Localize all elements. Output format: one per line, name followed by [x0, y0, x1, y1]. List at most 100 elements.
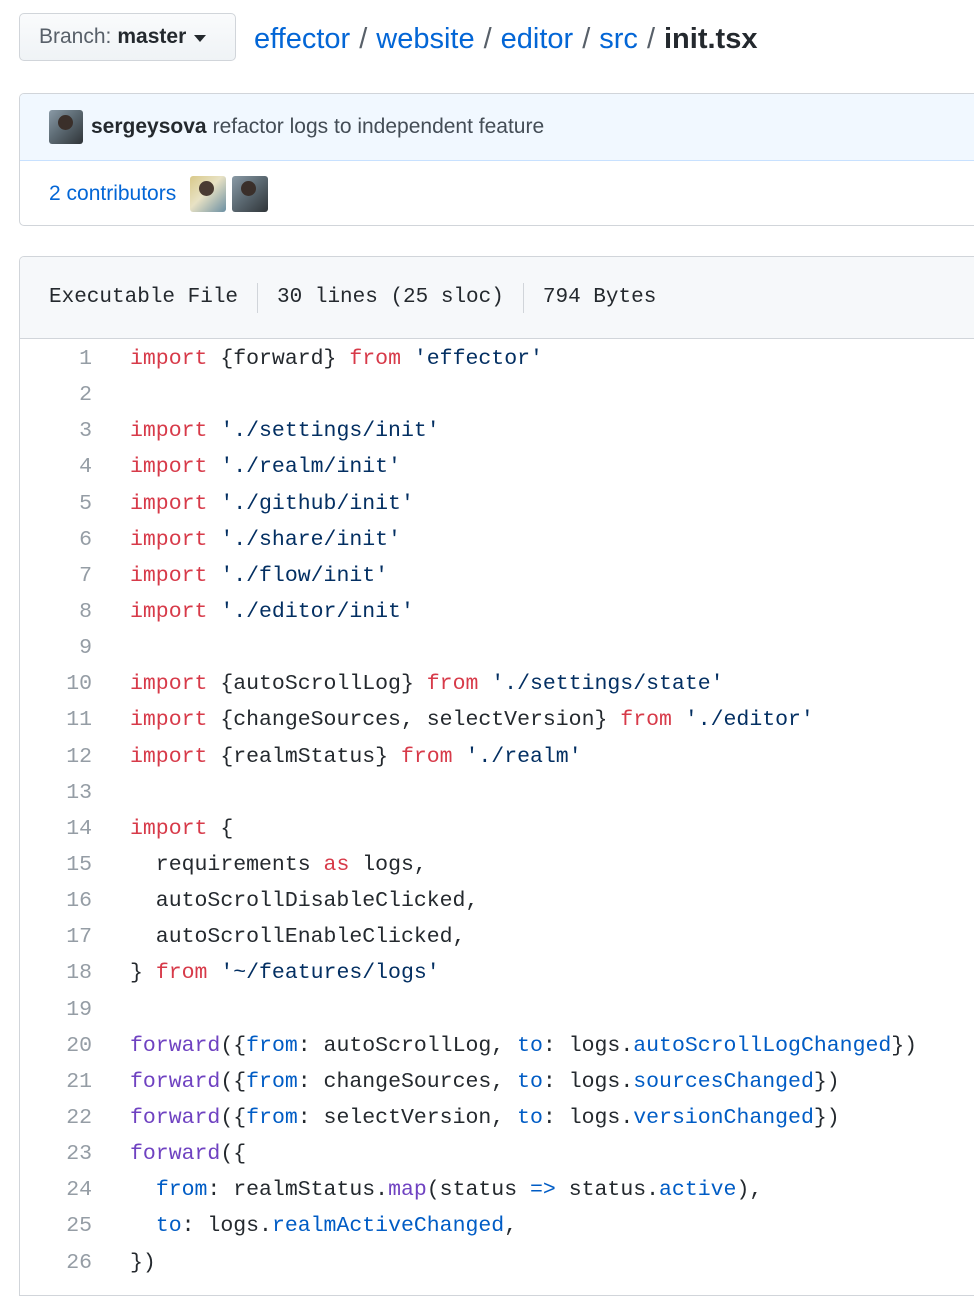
line-number[interactable]: 5 — [79, 491, 92, 516]
code-token: {autoScrollLog} — [207, 672, 427, 697]
code-token: { — [207, 816, 234, 841]
code-token — [130, 1178, 156, 1202]
line-number[interactable]: 21 — [66, 1069, 92, 1094]
line-number[interactable]: 18 — [66, 961, 92, 986]
breadcrumb-separator: / — [359, 22, 368, 55]
file-viewer: Executable File 30 lines (25 sloc) 794 B… — [19, 256, 974, 1296]
code-token — [207, 600, 220, 624]
line-number[interactable]: 14 — [66, 816, 92, 841]
line-number[interactable]: 2 — [79, 383, 92, 408]
code-line: 24 from: realmStatus.map(status => statu… — [20, 1172, 974, 1208]
code-token: ), — [736, 1178, 763, 1203]
line-number[interactable]: 10 — [66, 672, 92, 697]
line-number[interactable]: 15 — [66, 853, 92, 878]
code-token: to — [517, 1106, 543, 1131]
line-number[interactable]: 1 — [79, 347, 92, 372]
code-token: './editor/init' — [220, 600, 414, 625]
code-line: 25 to: logs.realmActiveChanged, — [20, 1208, 974, 1244]
line-number[interactable]: 4 — [79, 455, 92, 480]
line-number[interactable]: 24 — [66, 1178, 92, 1203]
branch-select-button[interactable]: Branch: master — [19, 13, 236, 61]
breadcrumb-folder-src[interactable]: src — [599, 22, 638, 55]
code-token: import — [130, 744, 208, 769]
code-line: 15 requirements as logs, — [20, 847, 974, 883]
code-line: 18} from '~/features/logs' — [20, 955, 974, 991]
line-number[interactable]: 12 — [66, 744, 92, 769]
code-line-content: import {changeSources, selectVersion} fr… — [92, 708, 814, 732]
code-token: : autoScrollLog, — [297, 1033, 518, 1058]
code-token: versionChanged — [633, 1106, 814, 1131]
code-token: sourcesChanged — [633, 1069, 814, 1094]
code-token: to — [517, 1033, 543, 1058]
breadcrumb-separator: / — [483, 22, 492, 55]
code-token: status. — [555, 1178, 660, 1203]
code-line-content: requirements as logs, — [92, 853, 427, 877]
contributors-link[interactable]: 2 contributors — [49, 182, 177, 205]
code-token: (status — [426, 1178, 530, 1203]
line-number[interactable]: 19 — [66, 997, 92, 1022]
line-number[interactable]: 17 — [66, 925, 92, 950]
line-number[interactable]: 7 — [79, 563, 92, 588]
code-token: : logs. — [542, 1106, 634, 1131]
code-line-content: from: realmStatus.map(status => status.a… — [92, 1178, 762, 1202]
code-token — [207, 419, 220, 443]
avatar[interactable] — [49, 110, 83, 144]
code-token: import — [130, 527, 208, 552]
code-token: }) — [891, 1033, 918, 1058]
code-token: , — [504, 1214, 518, 1239]
line-number[interactable]: 25 — [66, 1214, 92, 1239]
line-number[interactable]: 23 — [66, 1142, 92, 1167]
code-token: ({ — [220, 1106, 247, 1131]
code-token: from — [246, 1069, 298, 1094]
code-token: logs, — [349, 853, 427, 878]
code-line-content: import { — [92, 817, 233, 841]
breadcrumb-folder-editor[interactable]: editor — [500, 22, 574, 55]
code-token: => — [530, 1178, 556, 1203]
breadcrumb-folder-website[interactable]: website — [376, 22, 475, 55]
code-token — [207, 455, 220, 479]
breadcrumb-file-name: init.tsx — [664, 22, 758, 55]
line-number[interactable]: 3 — [79, 419, 92, 444]
code-token: : selectVersion, — [297, 1106, 518, 1131]
code-token: import — [130, 708, 208, 733]
line-number[interactable]: 8 — [79, 600, 92, 625]
line-number[interactable]: 9 — [79, 636, 92, 661]
code-token: from — [155, 1178, 208, 1203]
code-token — [207, 492, 220, 516]
line-number[interactable]: 20 — [66, 1033, 92, 1058]
line-number[interactable]: 16 — [66, 889, 92, 914]
code-token: import — [130, 600, 208, 625]
file-line-count: 30 lines (25 sloc) — [277, 286, 504, 309]
code-token: autoScrollLogChanged — [633, 1033, 892, 1058]
code-token: }) — [130, 1250, 156, 1275]
contributor-avatar[interactable] — [232, 176, 269, 212]
code-line: 8 import './editor/init' — [20, 594, 974, 630]
code-line-content: import {autoScrollLog} from './settings/… — [92, 672, 724, 696]
header-divider — [257, 282, 259, 313]
commit-author-link[interactable]: sergeysova — [91, 115, 207, 138]
commit-message-link[interactable]: refactor logs to independent feature — [212, 115, 545, 138]
code-token: './share/init' — [220, 527, 401, 552]
contributors-row: 2 contributors — [20, 161, 974, 225]
code-token: 'effector' — [413, 347, 543, 372]
line-number[interactable]: 11 — [66, 708, 92, 733]
code-token: from — [155, 961, 208, 986]
code-line-content: import './share/init' — [92, 528, 401, 552]
code-token: import — [130, 455, 208, 480]
line-number[interactable]: 22 — [66, 1106, 92, 1131]
code-token: {forward} — [207, 347, 350, 372]
line-number[interactable]: 13 — [66, 780, 92, 805]
contributor-avatar[interactable] — [190, 176, 227, 212]
breadcrumb-repo-owner[interactable]: effector — [254, 22, 351, 55]
code-token — [401, 347, 414, 371]
code-token: './editor' — [684, 708, 814, 733]
line-number[interactable]: 6 — [79, 527, 92, 552]
line-number[interactable]: 26 — [66, 1250, 92, 1275]
